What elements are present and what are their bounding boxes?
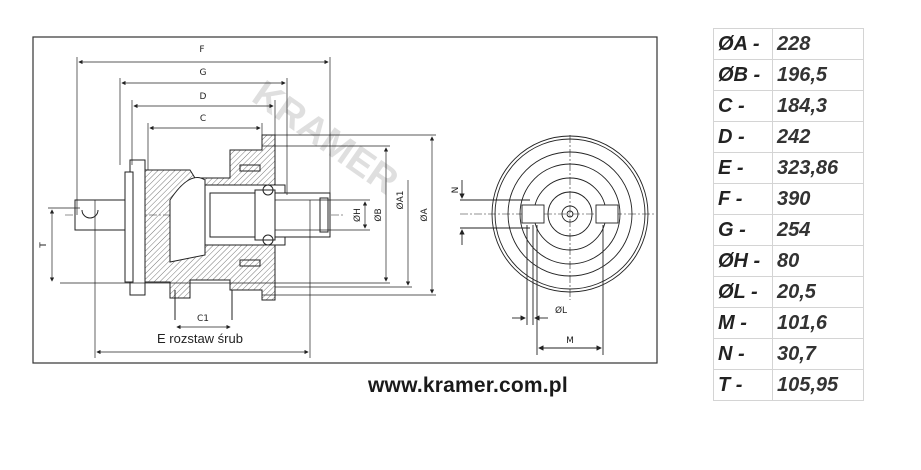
dim-label-n: N xyxy=(451,187,461,194)
spec-value: 196,5 xyxy=(772,59,864,91)
spec-key: C - xyxy=(713,90,773,122)
spec-key: ØL - xyxy=(713,276,773,308)
side-section-view xyxy=(65,134,345,320)
spec-key: E - xyxy=(713,152,773,184)
spec-key: D - xyxy=(713,121,773,153)
spec-value: 323,86 xyxy=(772,152,864,184)
spec-key: N - xyxy=(713,338,773,370)
dim-label-a: ØA xyxy=(419,208,430,222)
spec-value: 254 xyxy=(772,214,864,246)
dim-label-e: E rozstaw śrub xyxy=(157,331,243,346)
spec-value: 20,5 xyxy=(772,276,864,308)
spec-row: D -242 xyxy=(713,121,864,153)
spec-key: F - xyxy=(713,183,773,215)
spec-row: ØH -80 xyxy=(713,245,864,277)
spec-row: ØA -228 xyxy=(713,28,864,60)
spec-key: ØH - xyxy=(713,245,773,277)
dim-label-l: ØL xyxy=(555,305,567,316)
spec-row: ØL -20,5 xyxy=(713,276,864,308)
website-url: www.kramer.com.pl xyxy=(368,374,568,397)
spec-value: 101,6 xyxy=(772,307,864,339)
spec-key: ØB - xyxy=(713,59,773,91)
spec-row: N -30,7 xyxy=(713,338,864,370)
spec-row: C -184,3 xyxy=(713,90,864,122)
spec-row: E -323,86 xyxy=(713,152,864,184)
spec-key: M - xyxy=(713,307,773,339)
spec-value: 242 xyxy=(772,121,864,153)
drawing-frame xyxy=(32,36,658,364)
dim-label-t: T xyxy=(39,242,49,249)
spec-key: ØA - xyxy=(713,28,773,60)
spec-value: 390 xyxy=(772,183,864,215)
spec-key: G - xyxy=(713,214,773,246)
spec-value: 80 xyxy=(772,245,864,277)
dim-label-c: C xyxy=(200,114,206,124)
dim-label-f: F xyxy=(199,45,204,55)
dim-label-c1: C1 xyxy=(197,314,209,324)
spec-row: M -101,6 xyxy=(713,307,864,339)
spec-value: 105,95 xyxy=(772,369,864,401)
spec-value: 30,7 xyxy=(772,338,864,370)
spec-key: T - xyxy=(713,369,773,401)
dimension-lines xyxy=(48,57,436,358)
dim-label-g: G xyxy=(200,68,207,78)
spec-row: F -390 xyxy=(713,183,864,215)
spec-row: ØB -196,5 xyxy=(713,59,864,91)
dim-label-m: M xyxy=(566,336,574,346)
front-view xyxy=(459,135,655,355)
dim-label-d: D xyxy=(200,92,207,102)
spec-row: T -105,95 xyxy=(713,369,864,401)
dim-label-b: ØB xyxy=(373,208,384,221)
spec-value: 228 xyxy=(772,28,864,60)
spec-value: 184,3 xyxy=(772,90,864,122)
dim-label-h: ØH xyxy=(352,208,363,222)
spec-row: G -254 xyxy=(713,214,864,246)
dim-label-a1: ØA1 xyxy=(395,191,406,210)
